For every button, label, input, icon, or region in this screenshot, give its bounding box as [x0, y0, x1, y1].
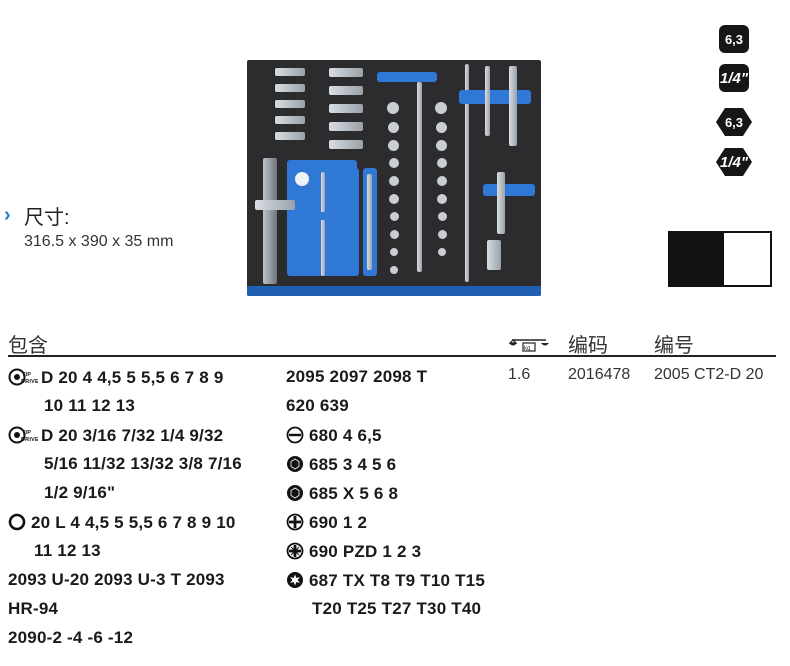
hex-socket-icon [286, 484, 306, 506]
content-line: 20 L 4 4,5 5 5,5 6 7 8 9 10 [8, 513, 236, 535]
header-rule [8, 355, 776, 357]
hex-drive-metric-badge: 6,3 [716, 108, 752, 136]
pozidriv-icon [286, 542, 306, 564]
svg-text:DRIVE: DRIVE [21, 437, 38, 443]
content-line: 620 639 [286, 396, 349, 415]
storage-strip-graphic [668, 231, 772, 287]
content-line: 5/16 11/32 13/32 3/8 7/16 [44, 454, 242, 473]
dimensions-value: 316.5 x 390 x 35 mm [24, 233, 174, 250]
svg-text:DRIVE: DRIVE [21, 379, 38, 385]
phillips-icon [286, 513, 306, 535]
content-line: 687 TX T8 T9 T10 T15 [286, 571, 485, 593]
svg-text:TIP: TIP [22, 372, 31, 378]
product-photo [247, 60, 541, 296]
content-line: 2095 2097 2098 T [286, 367, 428, 386]
number-header: 编号 [654, 335, 694, 357]
content-line: 685 3 4 5 6 [286, 455, 396, 477]
content-line: 2093 U-20 2093 U-3 T 2093 [8, 570, 225, 589]
contents-header: 包含 [8, 335, 48, 357]
weight-value: 1.6 [508, 366, 531, 383]
content-line: 690 PZD 1 2 3 [286, 542, 421, 564]
number-value: 2005 CT2-D 20 [654, 366, 764, 383]
code-value: 2016478 [568, 366, 631, 383]
svg-text:kg: kg [524, 346, 530, 352]
square-drive-inch-badge: 1/4" [719, 64, 749, 92]
chevron-right-icon: › [4, 204, 11, 226]
content-line: 690 1 2 [286, 513, 367, 535]
weight-icon: kg [508, 334, 550, 357]
ring-icon [8, 513, 28, 535]
content-line: 680 4 6,5 [286, 426, 382, 448]
torx-icon [286, 571, 306, 593]
hex-drive-inch-badge: 1/4" [716, 148, 752, 176]
code-header: 编码 [568, 335, 608, 357]
content-line: 685 X 5 6 8 [286, 484, 398, 506]
hex-socket-icon [286, 455, 306, 477]
slot-icon [286, 426, 306, 448]
content-line: T20 T25 T27 T30 T40 [312, 599, 482, 618]
content-line: 2090-2 -4 -6 -12 [8, 628, 134, 647]
content-line: 11 12 13 [34, 541, 101, 560]
dimensions-label: 尺寸: [24, 207, 70, 229]
square-drive-metric-badge: 6,3 [719, 25, 749, 53]
svg-text:TIP: TIP [22, 430, 31, 436]
content-line: 10 11 12 13 [44, 396, 136, 415]
content-line: HR-94 [8, 599, 59, 618]
content-line: 1/2 9/16" [44, 483, 116, 502]
